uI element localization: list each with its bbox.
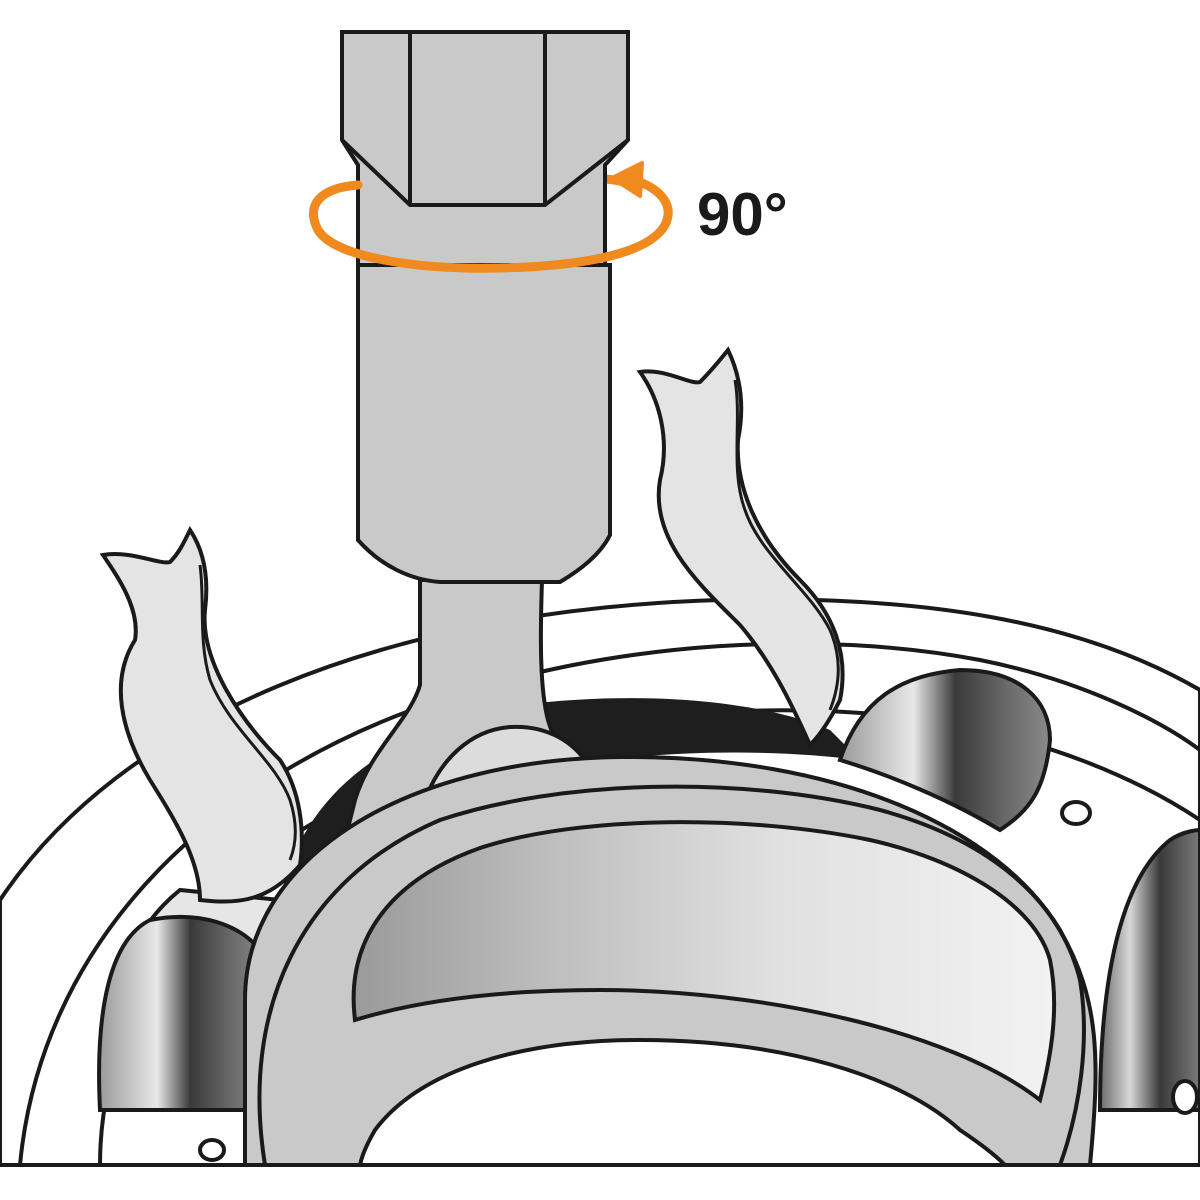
inner-race xyxy=(243,754,1098,1167)
circular-arrow-icon xyxy=(309,161,673,273)
clip-right xyxy=(636,346,845,749)
bearing-ball-left xyxy=(97,914,268,1112)
bearing-ball-right xyxy=(1097,827,1200,1112)
clip-left xyxy=(99,526,304,904)
rivet-holes xyxy=(198,800,1199,1162)
rotation-angle-label: 90° xyxy=(697,181,788,248)
hex-socket-tool-icon xyxy=(340,30,630,584)
bearing-ball-top-right xyxy=(837,667,1053,833)
